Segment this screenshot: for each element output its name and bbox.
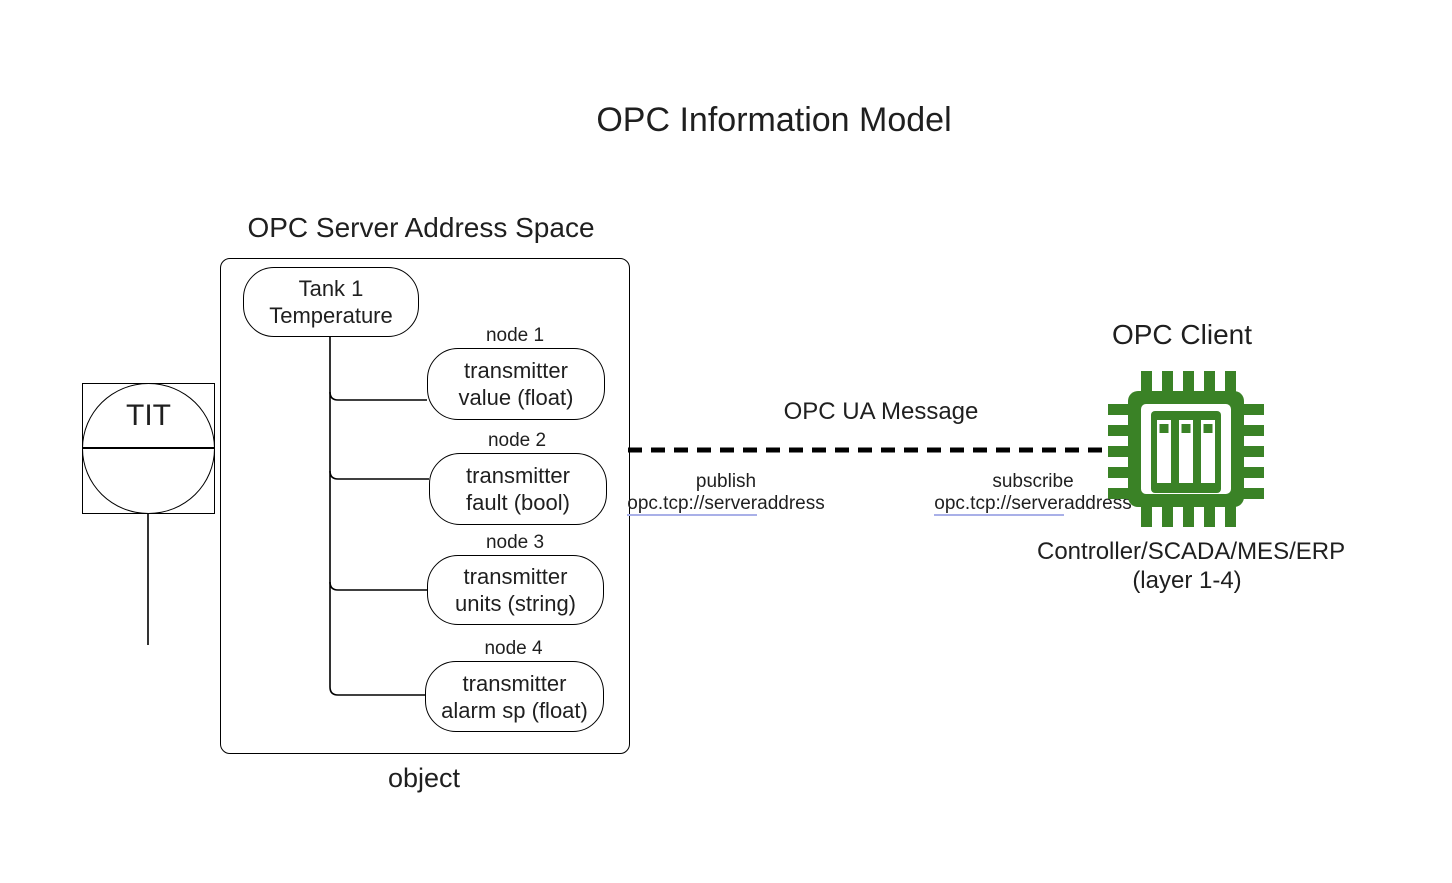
server-address-space-container — [220, 258, 630, 754]
chip-icon-body — [1108, 371, 1264, 527]
chip-pin — [1162, 371, 1173, 397]
chip-slot-notch — [1203, 424, 1213, 433]
node4-line1: transmitter — [462, 670, 567, 696]
chip-pin — [1162, 501, 1173, 527]
node2-line1: transmitter — [466, 463, 570, 488]
client-caption-line1: Controller/SCADA/MES/ERP — [1037, 538, 1346, 565]
chip-slot-notch — [1159, 424, 1169, 433]
chip-pin — [1108, 467, 1134, 478]
object-caption: object — [387, 763, 461, 793]
client-caption: Controller/SCADA/MES/ERP (layer 1-4) — [1037, 537, 1346, 595]
opc-client-label: OPC Client — [1111, 319, 1253, 350]
tree-node-2-transmitter-fault[interactable]: transmitter fault (bool) — [429, 453, 607, 525]
node3-tag: node 3 — [485, 532, 545, 553]
publish-url-link[interactable]: opc.tcp://server — [627, 493, 758, 516]
tree-root-node-tank1-temperature[interactable]: Tank 1 Temperature — [243, 267, 419, 337]
subscribe-label: subscribe — [992, 471, 1074, 492]
tree-branch3 — [329, 581, 427, 591]
node1-line1: transmitter — [464, 358, 568, 383]
publish-label: publish — [695, 471, 757, 492]
opc-ua-message-label: OPC UA Message — [783, 398, 979, 425]
page-title: OPC Information Model — [596, 101, 952, 139]
cpu-chip-icon — [1108, 371, 1264, 527]
chip-pin — [1108, 425, 1134, 436]
chip-pin — [1238, 404, 1264, 415]
chip-pin — [1238, 488, 1264, 499]
chip-pin — [1108, 446, 1134, 457]
chip-pin — [1108, 404, 1134, 415]
chip-pin — [1238, 467, 1264, 478]
instrument-tag-label: TIT — [126, 399, 171, 432]
chip-pin — [1225, 371, 1236, 397]
chip-pin — [1238, 446, 1264, 457]
node2-tag: node 2 — [487, 430, 547, 451]
tree-node-3-transmitter-units[interactable]: transmitter units (string) — [427, 555, 604, 625]
root-node-line1: Tank 1 — [298, 276, 364, 301]
tree-branch1 — [329, 391, 427, 401]
chip-pin — [1141, 371, 1152, 397]
chip-slot — [1179, 420, 1193, 483]
chip-pin — [1183, 501, 1194, 527]
instrument-symbol-circle — [82, 383, 215, 514]
node4-tag: node 4 — [484, 638, 543, 659]
publish-url: opc.tcp://serveraddress — [626, 493, 826, 516]
client-caption-line2: (layer 1-4) — [1132, 567, 1242, 594]
subscribe-url-link[interactable]: opc.tcp://server — [934, 493, 1065, 516]
chip-pin — [1183, 371, 1194, 397]
tree-node-1-transmitter-value[interactable]: transmitter value (float) — [427, 348, 605, 420]
tree-trunk-branch4 — [329, 335, 425, 696]
node4-line2: alarm sp (float) — [441, 697, 588, 723]
publish-url-rest: address — [757, 493, 825, 514]
subscribe-endpoint-block: subscribe opc.tcp://serveraddress — [933, 471, 1133, 516]
node3-line1: transmitter — [463, 564, 568, 589]
chip-pin — [1204, 501, 1215, 527]
tree-node-4-transmitter-alarm-sp[interactable]: transmitter alarm sp (float) — [425, 661, 604, 732]
node2-line2: fault (bool) — [466, 490, 570, 515]
chip-slot — [1157, 420, 1171, 483]
chip-slot-notch — [1181, 424, 1191, 433]
publish-endpoint-block: publish opc.tcp://serveraddress — [626, 471, 826, 516]
chip-slot — [1201, 420, 1215, 483]
subscribe-url: opc.tcp://serveraddress — [933, 493, 1133, 516]
root-node-line2: Temperature — [269, 303, 393, 328]
server-address-space-label: OPC Server Address Space — [247, 212, 595, 243]
chip-pin — [1238, 425, 1264, 436]
tree-branch2 — [329, 470, 429, 480]
chip-pin — [1225, 501, 1236, 527]
node1-line2: value (float) — [458, 385, 574, 410]
node1-tag: node 1 — [485, 325, 545, 346]
node3-line2: units (string) — [454, 591, 577, 616]
instrument-symbol-midline — [83, 447, 214, 449]
chip-pin — [1108, 488, 1134, 499]
chip-pin — [1141, 501, 1152, 527]
chip-pin — [1204, 371, 1215, 397]
